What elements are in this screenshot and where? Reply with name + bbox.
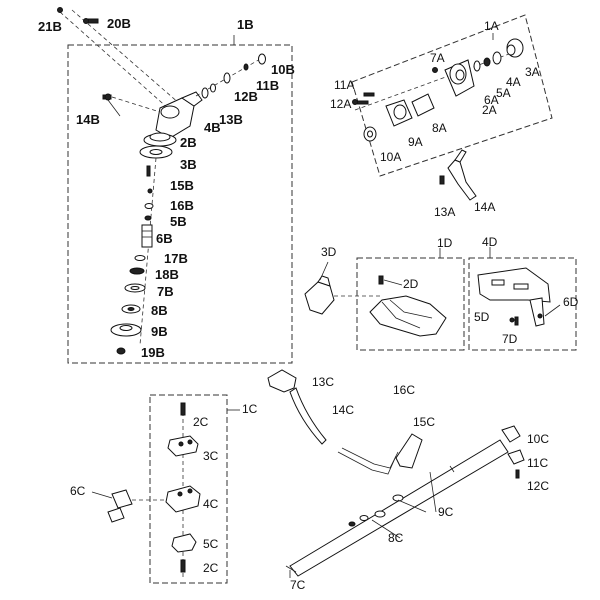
leader-lines — [91, 33, 561, 578]
label-6b: 6B — [156, 231, 173, 246]
assembly-1d — [304, 275, 447, 337]
label-15c: 15C — [413, 415, 435, 429]
label-20b: 20B — [107, 16, 131, 31]
assembly-1a — [352, 38, 524, 201]
label-14a: 14A — [474, 200, 495, 214]
label-15b: 15B — [170, 178, 194, 193]
shaft-assembly — [267, 369, 525, 577]
label-5c: 5C — [203, 537, 219, 551]
assembly-1b — [57, 7, 266, 355]
group-box-1c — [149, 394, 228, 584]
label-4b: 4B — [204, 120, 221, 135]
label-6d: 6D — [563, 295, 579, 309]
label-12c: 12C — [527, 479, 549, 493]
label-10b: 10B — [271, 62, 295, 77]
label-16c: 16C — [393, 383, 415, 397]
part-labels: 21B 20B 1B 10B 11B 12B 13B 4B 14B 2B 3B … — [38, 16, 579, 592]
label-10c: 10C — [527, 432, 549, 446]
label-13b: 13B — [219, 112, 243, 127]
label-11b: 11B — [256, 78, 279, 93]
label-12a: 12A — [330, 97, 351, 111]
label-3b: 3B — [180, 157, 197, 172]
label-14b: 14B — [76, 112, 100, 127]
label-1b: 1B — [237, 17, 254, 32]
label-4c: 4C — [203, 497, 219, 511]
label-2d: 2D — [403, 277, 419, 291]
label-13c: 13C — [312, 375, 334, 389]
label-17b: 17B — [164, 251, 188, 266]
group-box-1d — [356, 257, 465, 351]
group-box-1b — [67, 44, 293, 364]
label-3d: 3D — [321, 245, 337, 259]
group-box-4d — [468, 257, 577, 351]
label-21b: 21B — [38, 19, 62, 34]
assembly-1c — [107, 402, 201, 578]
label-7a: 7A — [430, 51, 445, 65]
label-4a: 4A — [506, 75, 521, 89]
label-14c: 14C — [332, 403, 354, 417]
label-5a: 5A — [496, 86, 511, 100]
label-5d: 5D — [474, 310, 490, 324]
label-11a: 11A — [334, 78, 354, 92]
assembly-4d — [477, 267, 551, 327]
label-7b: 7B — [157, 284, 174, 299]
label-7c: 7C — [290, 578, 306, 592]
label-18b: 18B — [155, 267, 179, 282]
label-2a: 2A — [482, 103, 497, 117]
label-16b: 16B — [170, 198, 194, 213]
label-1c: 1C — [242, 402, 258, 416]
label-1d: 1D — [437, 236, 453, 250]
label-8c: 8C — [388, 531, 404, 545]
label-2c-bottom: 2C — [203, 561, 219, 575]
label-3a: 3A — [525, 65, 540, 79]
label-1a: 1A — [484, 19, 499, 33]
label-8a: 8A — [432, 121, 447, 135]
label-9c: 9C — [438, 505, 454, 519]
label-2c-top: 2C — [193, 415, 209, 429]
label-9b: 9B — [151, 324, 168, 339]
label-10a: 10A — [380, 150, 401, 164]
label-4d: 4D — [482, 235, 498, 249]
label-3c: 3C — [203, 449, 219, 463]
label-12b: 12B — [234, 89, 258, 104]
group-box-1a — [351, 14, 553, 177]
label-6c: 6C — [70, 484, 86, 498]
label-11c: 11C — [527, 456, 548, 470]
label-8b: 8B — [151, 303, 168, 318]
label-13a: 13A — [434, 205, 455, 219]
label-19b: 19B — [141, 345, 165, 360]
label-6a: 6A — [484, 93, 499, 107]
label-5b: 5B — [170, 214, 187, 229]
label-9a: 9A — [408, 135, 423, 149]
label-2b: 2B — [180, 135, 197, 150]
label-7d: 7D — [502, 332, 518, 346]
